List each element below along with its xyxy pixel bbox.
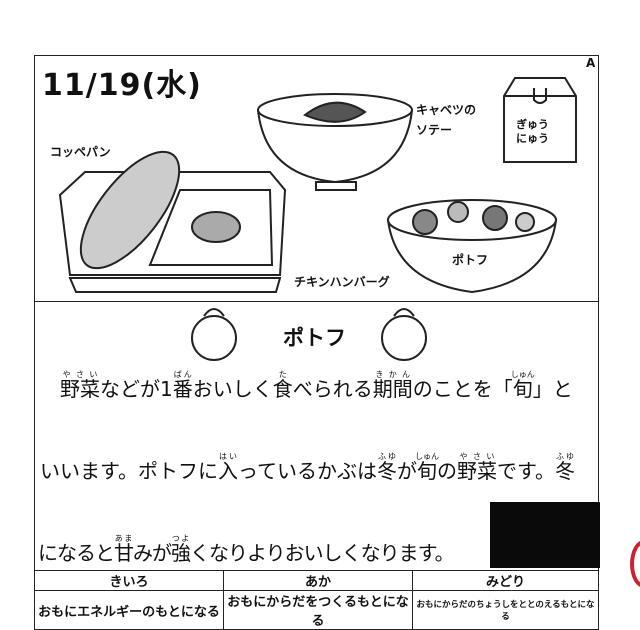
pot-au-feu-bowl-icon bbox=[386, 199, 558, 294]
text-segment: です。 bbox=[497, 459, 555, 483]
article-line-1: 野菜やさいなどが1番ばんおいしく食たべられる期間きかんのことを「旬しゅん」と bbox=[60, 370, 573, 402]
furigana-word: 野菜やさい bbox=[457, 452, 497, 483]
text-segment: などが1 bbox=[100, 377, 173, 401]
furigana-word: 食た bbox=[272, 370, 293, 401]
text-segment: っているかぶは bbox=[238, 459, 377, 483]
furigana-word: 野菜やさい bbox=[60, 370, 100, 401]
furigana-word: 強つよ bbox=[171, 534, 191, 565]
text-segment: の bbox=[437, 459, 457, 483]
furigana-word: 入はい bbox=[218, 452, 238, 483]
label-cabbage-saute: キャベツの ソテー bbox=[416, 103, 477, 137]
text-segment: くなりよりおいしくなります。 bbox=[190, 541, 455, 565]
furigana-word: 冬ふゆ bbox=[555, 452, 575, 483]
menu-date: 11/19(水) bbox=[42, 68, 202, 103]
article-line-2: いいます。ポトフに入はいっているかぶは冬ふゆが旬しゅんの野菜やさいです。冬ふゆ bbox=[40, 452, 575, 484]
text-segment: みが bbox=[133, 541, 172, 565]
section-divider bbox=[34, 301, 599, 302]
article-line-3: になると甘あまみが強つよくなりよりおいしくなります。 bbox=[38, 534, 455, 566]
text-segment: が bbox=[397, 459, 417, 483]
food-illustrations bbox=[58, 77, 577, 361]
text-segment: になると bbox=[38, 541, 115, 565]
text-segment: のことを「 bbox=[412, 377, 513, 401]
desc-green: おもにからだのちょうしをととのえるもとになる bbox=[412, 590, 599, 630]
furigana-word: 旬しゅん bbox=[510, 370, 535, 401]
food-group-table: きいろ あか みどり おもにエネルギーのもとになる おもにからだをつくるもとにな… bbox=[34, 570, 599, 630]
kids-illustration bbox=[490, 502, 600, 568]
header-green: みどり bbox=[412, 570, 599, 591]
furigana-word: 冬ふゆ bbox=[377, 452, 397, 483]
label-bread: コッペパン bbox=[50, 145, 111, 159]
label-chicken-hamburg: チキンハンバーグ bbox=[294, 275, 390, 289]
milk-carton-icon bbox=[503, 77, 577, 163]
desc-yellow: おもにエネルギーのもとになる bbox=[34, 590, 224, 630]
turnip-icon bbox=[191, 308, 427, 361]
text-segment: 」と bbox=[532, 377, 573, 401]
cabbage-bowl-icon bbox=[256, 93, 414, 191]
text-segment: おいしく bbox=[192, 377, 273, 401]
furigana-word: 旬しゅん bbox=[415, 452, 439, 483]
header-yellow: きいろ bbox=[34, 570, 224, 591]
furigana-word: 期間きかん bbox=[372, 370, 413, 401]
desc-red: おもにからだをつくるもとになる bbox=[223, 590, 413, 630]
text-segment: べられる bbox=[292, 377, 373, 401]
chicken-patty-icon bbox=[191, 211, 241, 243]
label-milk: ぎゅう にゅう bbox=[516, 118, 549, 145]
text-segment: いいます。ポトフに bbox=[40, 459, 218, 483]
label-pot-au-feu: ポトフ bbox=[452, 253, 489, 267]
furigana-word: 番ばん bbox=[172, 370, 193, 401]
furigana-word: 甘あま bbox=[114, 534, 134, 565]
header-red: あか bbox=[223, 570, 413, 591]
bread-icon bbox=[79, 150, 181, 270]
corner-mark: A bbox=[586, 56, 596, 70]
article-title: ポトフ bbox=[283, 326, 346, 350]
